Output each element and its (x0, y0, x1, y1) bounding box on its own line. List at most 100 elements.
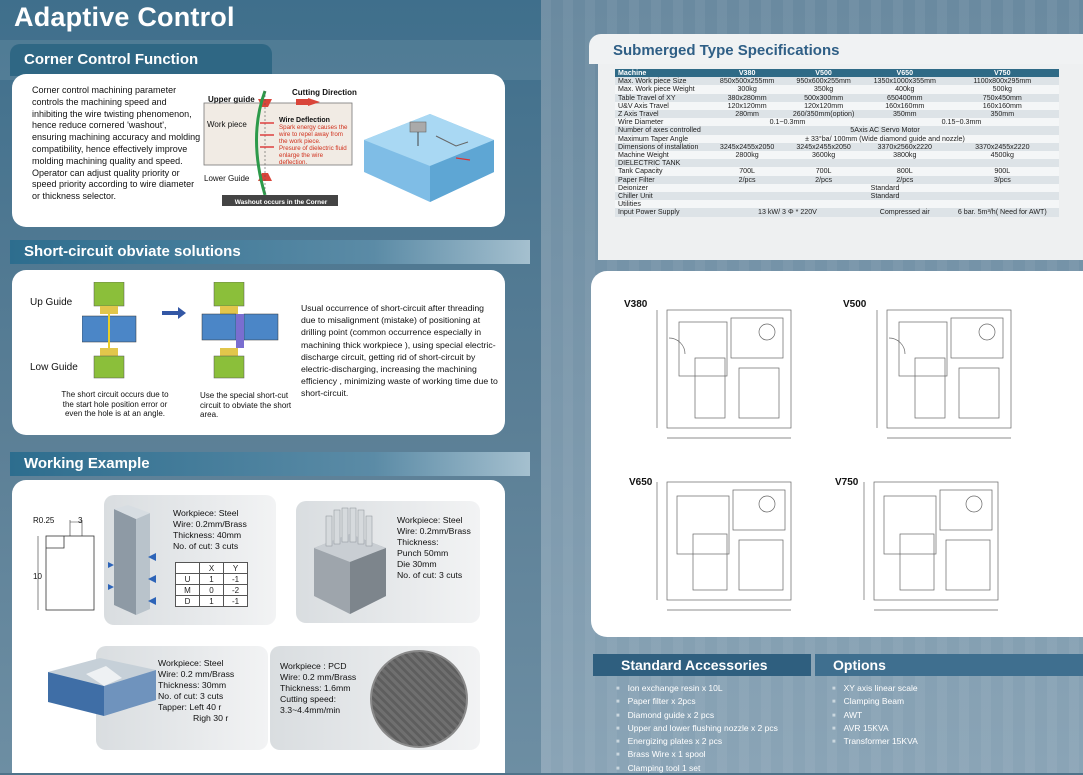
spec-row-label: Paper Filter (615, 175, 711, 184)
spec-cell: 3/pcs (945, 175, 1059, 184)
spec-cell: 2/pcs (711, 175, 784, 184)
ex1-line: Thickness: 40mm (173, 530, 242, 540)
washout-label: Washout occurs in the Corner (234, 199, 328, 206)
ex2-line: Die 30mm (397, 559, 437, 569)
ex4-line: 3.3~4.4mm/min (280, 705, 341, 715)
ex2-line: Thickness: (397, 537, 439, 547)
ex3-line: Workpiece: Steel (158, 658, 224, 668)
workpiece-dimension-drawing (37, 520, 95, 611)
taper-table-cell: -1 (223, 573, 248, 585)
spec-cell: 800L (863, 167, 946, 176)
spec-cell: 700L (711, 167, 784, 176)
spec-cell: 380x280mm (711, 93, 784, 102)
deflection-note-2: Presure of dielectric fluid enlarge the … (279, 145, 347, 166)
spec-row-label: Input Power Supply (615, 208, 711, 217)
list-item: XY axis linear scale (832, 682, 918, 695)
list-item: Brass Wire x 1 spool (616, 748, 778, 761)
spec-row-label: Z Axis Travel (615, 110, 711, 119)
spec-cell: 1100x800x295mm (945, 77, 1059, 86)
spec-cell: 850x500x255mm (711, 77, 784, 86)
ex3-line: Thickness: 30mm (158, 680, 227, 690)
spec-cell: 6 bar. 5m³/h( Need for AWT) (945, 208, 1059, 217)
ex1-line: No. of cut: 3 cuts (173, 541, 239, 551)
dim-width: 3 (78, 516, 83, 525)
spec-col-head: V650 (863, 69, 946, 78)
taper-table-cell: 1 (199, 595, 224, 607)
short-caption-1: The short circuit occurs due to the star… (61, 390, 169, 418)
corner-body-text-2: Operator can adjust quality priority or … (32, 167, 195, 202)
deflection-note-1: Spark energy causes the wire to repel aw… (279, 124, 348, 145)
gear-punch-illustration (314, 507, 386, 614)
taper-table-cell: D (175, 595, 200, 607)
spec-cell: 280mm (711, 110, 784, 119)
spec-cell: ± 33°ba/ 100mm (Wide diamond guide and n… (711, 134, 1059, 143)
taper-table-head (175, 562, 200, 574)
options-list: XY axis linear scale Clamping Beam AWT A… (832, 682, 918, 748)
list-item: Upper and lower flushing nozzle x 2 pcs (616, 722, 778, 735)
page-title: Adaptive Control (14, 2, 235, 32)
spec-row-label: Max. Work piece Weight (615, 85, 711, 94)
short-circuit-section-title: Short-circuit obviate solutions (10, 240, 530, 264)
up-guide-label: Up Guide (30, 297, 73, 308)
specs-title: Submerged Type Specifications (589, 34, 1083, 64)
spec-cell: 260/350mm(option) (783, 110, 864, 119)
upper-guide-label: Upper guide (208, 95, 255, 104)
spec-row-label: Dimensions of installation (615, 142, 711, 152)
taper-table-cell: 1 (199, 573, 224, 585)
taper-table-head: X (199, 562, 224, 574)
spec-cell: 2800kg (711, 151, 784, 160)
spec-cell: 120x120mm (783, 101, 864, 111)
lower-guide-label: Lower Guide (204, 174, 250, 183)
spec-cell: 350mm (945, 110, 1059, 119)
list-item: Energizing plates x 2 pcs (616, 735, 778, 748)
spec-cell: 350kg (783, 85, 864, 94)
drawing-label-v650: V650 (629, 477, 653, 488)
spec-cell: Compressed air (863, 208, 946, 217)
floorplan-v380 (656, 309, 792, 439)
spec-cell: Standard (711, 183, 1059, 193)
corner-body: Corner control machining parameter contr… (32, 85, 202, 203)
spec-cell: 4500kg (945, 151, 1059, 160)
ex2-line: No. of cut: 3 cuts (397, 570, 463, 580)
dim-height: 10 (33, 572, 42, 581)
accessories-list: Ion exchange resin x 10L Paper filter x … (616, 682, 778, 775)
taper-table-cell: U (175, 573, 200, 585)
spec-cell: 0.15~0.3mm (863, 118, 1059, 127)
spec-col-head: V750 (945, 69, 1059, 78)
floorplan-v750 (863, 481, 999, 611)
machine-tank-illustration (364, 114, 494, 202)
ex4-line: Workpiece : PCD (280, 661, 347, 671)
spec-cell: 650400mm (863, 93, 946, 102)
spec-cell: 300kg (711, 85, 784, 94)
drawing-label-v500: V500 (843, 299, 867, 310)
spec-cell: Standard (711, 192, 1059, 201)
list-item: Ion exchange resin x 10L (616, 682, 778, 695)
drawings-panel (591, 271, 1083, 637)
corner-body-text: Corner control machining parameter contr… (32, 85, 201, 166)
spec-col-head: V500 (783, 69, 864, 78)
spec-cell: 1350x1000x355mm (863, 77, 946, 86)
ex3-line: No. of cut: 3 cuts (158, 691, 224, 701)
list-item: Clamping Beam (832, 695, 918, 708)
spec-cell: 500x300mm (783, 93, 864, 102)
floorplan-v500 (876, 309, 1012, 439)
ex2-line: Wire: 0.2mm/Brass (397, 526, 471, 536)
low-guide-label: Low Guide (30, 362, 78, 373)
spec-row-label: Tank Capacity (615, 167, 711, 176)
spec-cell: 160x160mm (945, 101, 1059, 111)
accessories-title: Standard Accessories (593, 654, 811, 676)
spec-row-label: Table Travel of XY (615, 93, 711, 102)
ex3-line: Righ 30 r (193, 713, 229, 723)
spec-cell: 950x600x255mm (783, 77, 864, 86)
spec-cell: 500kg (945, 85, 1059, 94)
corner-diagram (203, 90, 353, 206)
spec-row-label: Wire Diameter (615, 118, 711, 127)
options-title: Options (815, 654, 1083, 676)
dim-radius: R0.25 (33, 516, 55, 525)
list-item: Transformer 15KVA (832, 735, 918, 748)
list-item: Diamond guide x 2 pcs (616, 709, 778, 722)
spec-cell: 3800kg (863, 151, 946, 160)
spec-cell: 900L (945, 167, 1059, 176)
spec-row-label: Chiller Unit (615, 192, 711, 201)
